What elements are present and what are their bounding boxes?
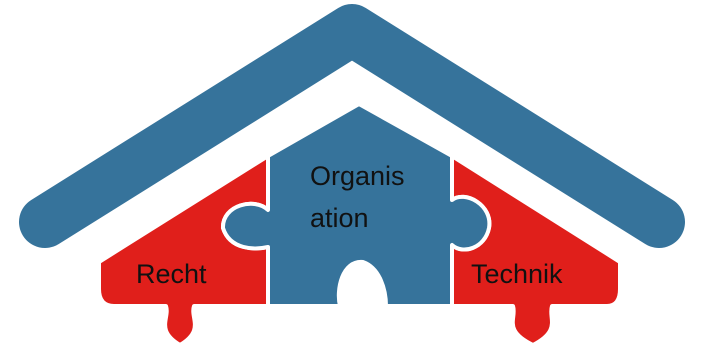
- center-puzzle-piece: [220, 102, 492, 308]
- roof-shape: [19, 4, 685, 248]
- technik-label: Technik: [471, 259, 563, 289]
- recht-label: Recht: [136, 259, 207, 289]
- organisation-label-line1: Organis: [310, 161, 405, 191]
- organisation-label-line2: ation: [310, 203, 369, 233]
